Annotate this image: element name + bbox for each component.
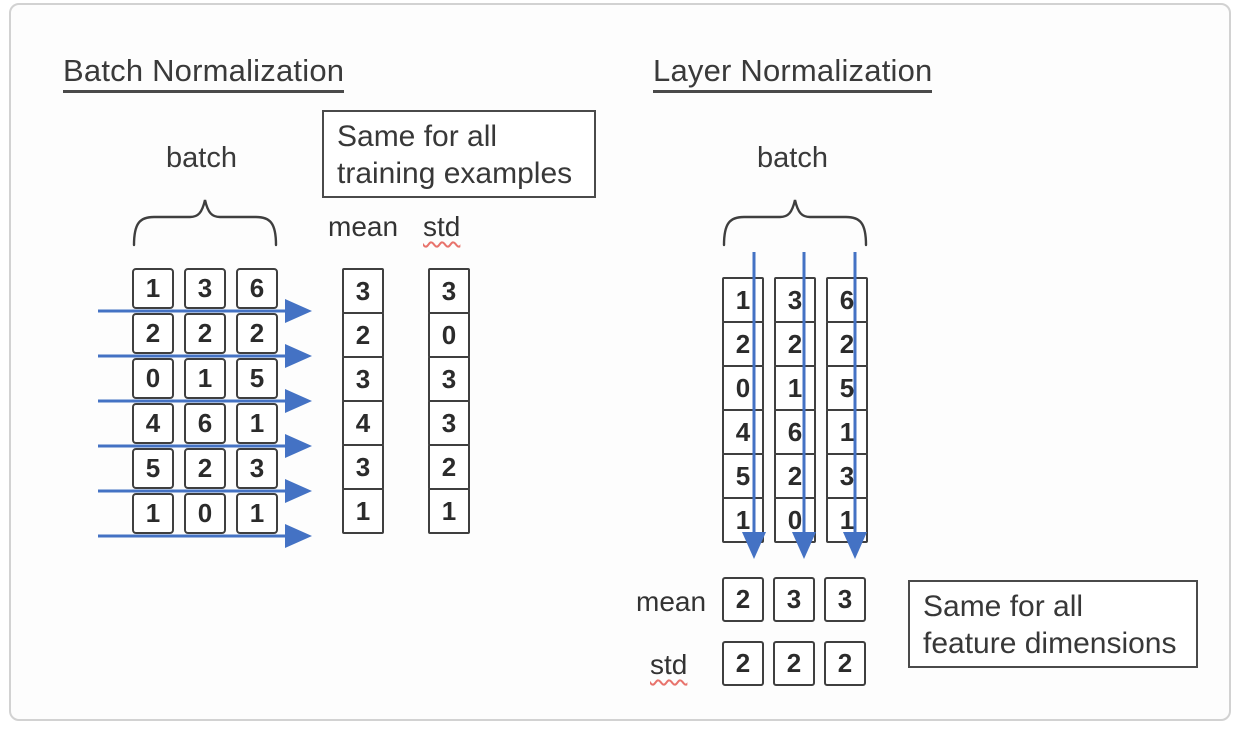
value-cell: 1: [132, 268, 174, 309]
std-label: std: [423, 211, 461, 242]
batch-brace: [722, 199, 868, 247]
value-cell: 1: [184, 358, 226, 399]
value-cell: 1: [826, 409, 868, 455]
value-cell: 2: [132, 313, 174, 354]
value-cell: 1: [342, 488, 384, 534]
value-cell: 1: [236, 493, 278, 534]
value-cell: 0: [132, 358, 174, 399]
value-cell: 3: [824, 577, 866, 622]
note-line: training examples: [337, 157, 573, 190]
value-cell: 3: [428, 356, 470, 402]
value-cell: 6: [236, 268, 278, 309]
layer-note-box: Same for all feature dimensions: [908, 580, 1198, 668]
row-arrows: [98, 299, 312, 548]
value-cell: 2: [824, 641, 866, 686]
value-cell: 3: [342, 268, 384, 314]
value-cell: 1: [236, 403, 278, 444]
value-cell: 1: [132, 493, 174, 534]
note-line: Same for all: [337, 120, 498, 153]
value-cell: 3: [342, 444, 384, 490]
value-cell: 2: [826, 321, 868, 367]
value-cell: 5: [132, 448, 174, 489]
value-cell: 6: [774, 409, 816, 455]
value-cell: 3: [184, 268, 226, 309]
value-cell: 2: [722, 321, 764, 367]
value-cell: 3: [342, 356, 384, 402]
note-line: Same for all: [923, 590, 1084, 623]
std-label: std: [650, 649, 688, 680]
value-cell: 2: [342, 312, 384, 358]
value-cell: 0: [184, 493, 226, 534]
value-cell: 2: [184, 448, 226, 489]
value-cell: 2: [236, 313, 278, 354]
batch-norm-title: Batch Normalization: [63, 53, 345, 93]
value-cell: 4: [342, 400, 384, 446]
mean-label: mean: [328, 211, 399, 242]
value-cell: 3: [236, 448, 278, 489]
batch-note-box: Same for all training examples: [322, 110, 596, 198]
note-line: feature dimensions: [923, 627, 1177, 660]
value-cell: 2: [773, 641, 815, 686]
value-cell: 3: [428, 400, 470, 446]
value-cell: 3: [428, 268, 470, 314]
value-cell: 4: [132, 403, 174, 444]
value-cell: 3: [773, 577, 815, 622]
value-cell: 2: [722, 641, 764, 686]
value-cell: 2: [184, 313, 226, 354]
value-cell: 0: [722, 365, 764, 411]
value-cell: 6: [184, 403, 226, 444]
value-cell: 3: [826, 453, 868, 499]
batch-brace: [132, 199, 278, 247]
batch-label: batch: [757, 142, 828, 174]
mean-label: mean: [636, 586, 707, 617]
value-cell: 2: [428, 444, 470, 490]
batch-label: batch: [166, 142, 237, 174]
column-arrows: [742, 252, 867, 559]
value-cell: 1: [428, 488, 470, 534]
layer-norm-title: Layer Normalization: [653, 53, 933, 93]
value-cell: 5: [236, 358, 278, 399]
value-cell: 2: [722, 577, 764, 622]
